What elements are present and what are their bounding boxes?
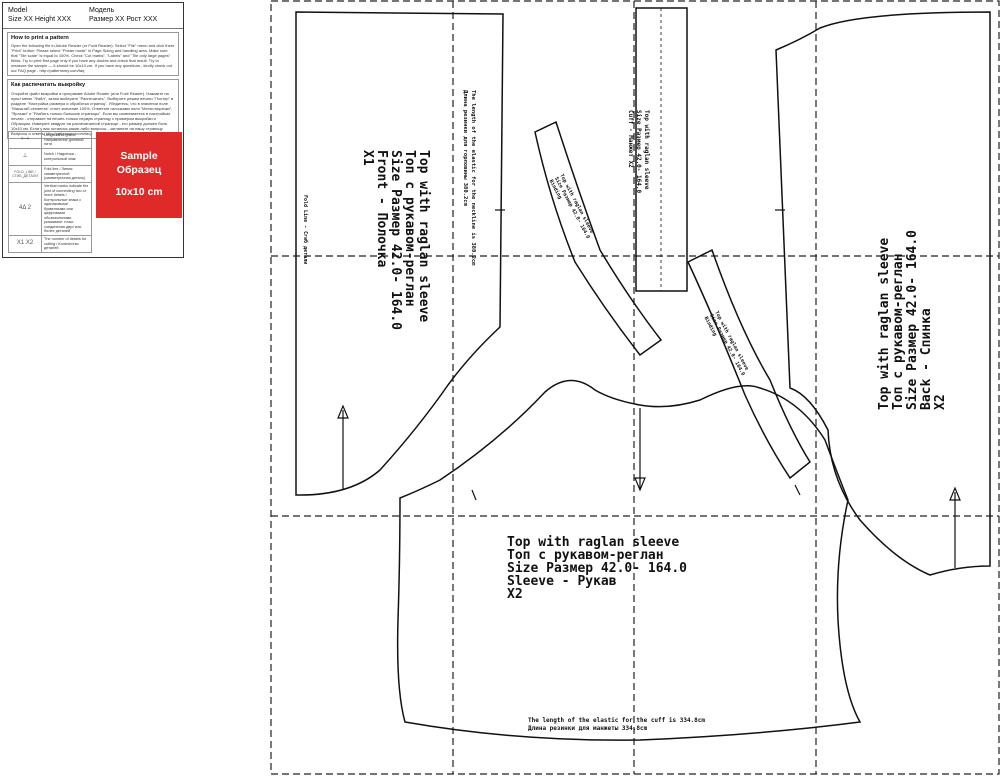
grain-arrow-icon — [949, 486, 961, 501]
back-label-line: Top with raglan sleeve — [877, 238, 892, 410]
front-label-line: Топ с рукавом-реглан — [402, 150, 417, 307]
sample-label-en: Sample — [120, 150, 158, 162]
legend-model-ru: Модель Размер XX Рост XXX — [89, 7, 157, 25]
cuff-piece — [635, 7, 688, 292]
front-label-line: Size Размер 42.0- 164.0 — [388, 150, 403, 330]
sample-square: Sample Образец 10x10 cm — [96, 132, 182, 218]
sample-label-ru: Образец — [116, 164, 162, 177]
sleeve-label-line: Size Размер 42.0- 164.0 — [507, 561, 687, 576]
legend-card: Model Size XX Height XXX Модель Размер X… — [2, 2, 184, 258]
notch-icon — [794, 484, 801, 496]
model-label-ru: Модель — [89, 7, 115, 14]
fold-label: Fold Line - Сгиб детали — [302, 195, 309, 264]
back-label-line: Back - Спинка — [919, 308, 934, 410]
page-border — [270, 0, 1000, 775]
grain-arrow-icon — [634, 477, 646, 492]
legend-model-en: Model Size XX Height XXX — [8, 7, 71, 25]
sleeve-label-line: Топ с рукавом-реглан — [507, 548, 664, 563]
symbol-table: ⟷Longitudinal grain / Направление долево… — [8, 131, 92, 254]
print-instructions-en: How to print a pattern Open the followin… — [7, 31, 179, 77]
symbol-label: Notch / Надсечка - контрольный знак — [41, 148, 92, 166]
size-label-en: Size XX Height XXX — [8, 15, 72, 23]
back-label-line: Size Размер 42.0- 164.0 — [905, 230, 920, 410]
front-label-line: Top with raglan sleeve — [416, 150, 431, 322]
binding-strip-left — [534, 120, 663, 357]
neck-elastic-en: The length of the elastic for the neckli… — [470, 90, 476, 266]
front-label: Top with raglan sleeve Топ с рукавом-рег… — [360, 150, 431, 330]
binding-strip-right — [687, 248, 811, 480]
front-label-line: X1 — [360, 150, 375, 166]
cuff-label-line: Top with raglan sleeve — [643, 110, 650, 190]
sleeve-label-line: X2 — [507, 587, 523, 602]
print-title-ru: Как распечатать выкройку — [11, 82, 86, 89]
cuff-elastic-label: The length of the elastic for the cuff i… — [528, 717, 705, 732]
legend-header: Model Size XX Height XXX Модель Размер X… — [3, 3, 183, 29]
symbol-label: The number of details for cutting / Коли… — [41, 235, 92, 254]
front-piece — [295, 11, 504, 496]
cuff-label-line: Size Размер 42.0- 164.0 — [635, 110, 642, 193]
sleeve-label-line: Sleeve - Рукав — [507, 574, 617, 589]
sample-size: 10x10 cm — [115, 186, 163, 199]
sleeve-label: Top with raglan sleeve Топ с рукавом-рег… — [507, 535, 687, 602]
notch-icon — [471, 489, 477, 501]
back-piece — [775, 11, 991, 576]
symbol-label: Longitudinal grain / Направление долевой… — [41, 131, 92, 149]
page-grid — [270, 0, 1000, 775]
grain-arrow-icon — [337, 404, 349, 419]
cuff-label-line: Cuff - Манжет X2 — [627, 110, 634, 168]
print-title-en: How to print a pattern — [11, 34, 69, 41]
notch-marks — [471, 209, 801, 501]
binding-right-label: Top with raglan sleeve Size Размер 42.0-… — [703, 310, 750, 377]
back-label-line: X2 — [933, 394, 948, 410]
symbol-label: Vertical marks indicate the joint of con… — [41, 181, 92, 237]
front-label-line: Front - Полочка — [374, 150, 389, 268]
print-text-en: Open the following file in Adobe Reader … — [11, 43, 175, 74]
print-instructions-ru: Как распечатать выкройку Откройте файл в… — [7, 79, 179, 139]
cuff-elastic-ru: Длина резинки для манжеты 334.8cm — [528, 725, 648, 732]
joint-mark-icon: 4Δ 2 — [8, 181, 42, 237]
cuff-elastic-en: The length of the elastic for the cuff i… — [528, 717, 705, 724]
sleeve-label-line: Top with raglan sleeve — [507, 535, 679, 550]
symbol-row: ⟷Longitudinal grain / Направление долево… — [8, 131, 92, 149]
neck-elastic-label: The length of the elastic for the neckli… — [462, 90, 476, 266]
model-label-en: Model — [8, 7, 28, 14]
back-label-line: Топ с рукавом-реглан — [891, 253, 906, 410]
back-label: Top with raglan sleeve Топ с рукавом-рег… — [877, 230, 948, 410]
neck-elastic-ru: Длина резинки для горловины 380.2cm — [462, 90, 468, 207]
symbol-row: ⊥Notch / Надсечка - контрольный знак — [8, 148, 92, 166]
cuff-label: Top with raglan sleeve Size Размер 42.0-… — [627, 110, 650, 193]
sleeve-piece — [396, 379, 862, 741]
fold-line-text: Fold Line - Сгиб детали — [302, 195, 309, 264]
size-label-ru: Размер XX Рост XXX — [89, 15, 158, 23]
